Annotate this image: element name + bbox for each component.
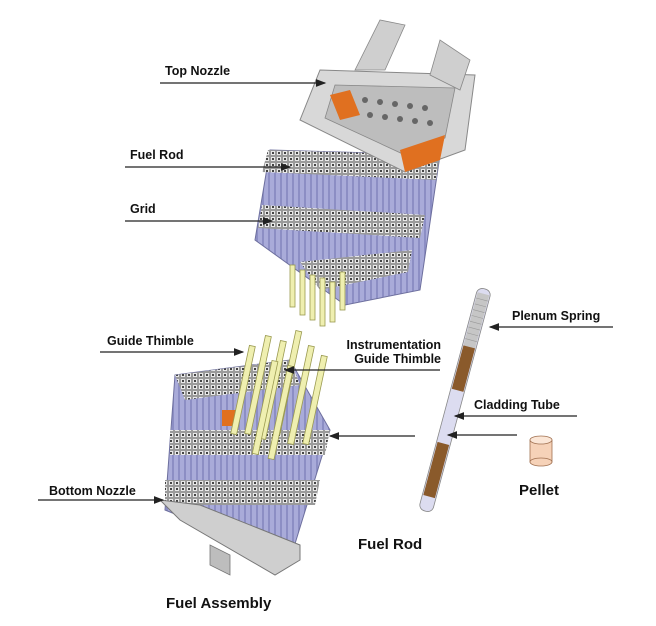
top-nozzle bbox=[299, 19, 476, 173]
label-cladding-tube: Cladding Tube bbox=[474, 398, 560, 412]
label-bottom-nozzle: Bottom Nozzle bbox=[49, 484, 136, 498]
label-top-nozzle: Top Nozzle bbox=[165, 64, 231, 78]
lower-grid-top bbox=[175, 360, 300, 400]
label-grid: Grid bbox=[130, 202, 156, 216]
leader-lines bbox=[38, 79, 613, 504]
upper-assembly bbox=[254, 19, 476, 327]
lower-grid-3 bbox=[165, 480, 320, 505]
caption-fuel-rod: Fuel Rod bbox=[358, 536, 423, 553]
orange-cells bbox=[222, 410, 236, 426]
upper-grid-2 bbox=[258, 205, 425, 238]
label-guide-thimble: Guide Thimble bbox=[107, 334, 194, 348]
pellet-stack-upper bbox=[451, 345, 476, 392]
lower-assembly bbox=[158, 330, 331, 576]
label-plenum-spring: Plenum Spring bbox=[512, 309, 601, 323]
caption-fuel-assembly: Fuel Assembly bbox=[166, 595, 272, 612]
pellet-stack-lower bbox=[423, 441, 450, 499]
upper-guide-thimbles bbox=[289, 264, 346, 327]
label-instrumentation-line1: Instrumentation bbox=[346, 338, 441, 352]
upper-grid-3 bbox=[300, 250, 412, 290]
label-pellet: Pellet bbox=[519, 482, 560, 499]
label-instrumentation-line2: Guide Thimble bbox=[354, 352, 441, 366]
pellet-illustration bbox=[529, 435, 553, 467]
label-fuel-rod: Fuel Rod bbox=[130, 148, 184, 162]
label-instrumentation-guide-thimble: Instrumentation Guide Thimble bbox=[335, 338, 441, 366]
fuel-rod-illustration bbox=[419, 288, 491, 512]
bottom-nozzle bbox=[158, 499, 301, 576]
